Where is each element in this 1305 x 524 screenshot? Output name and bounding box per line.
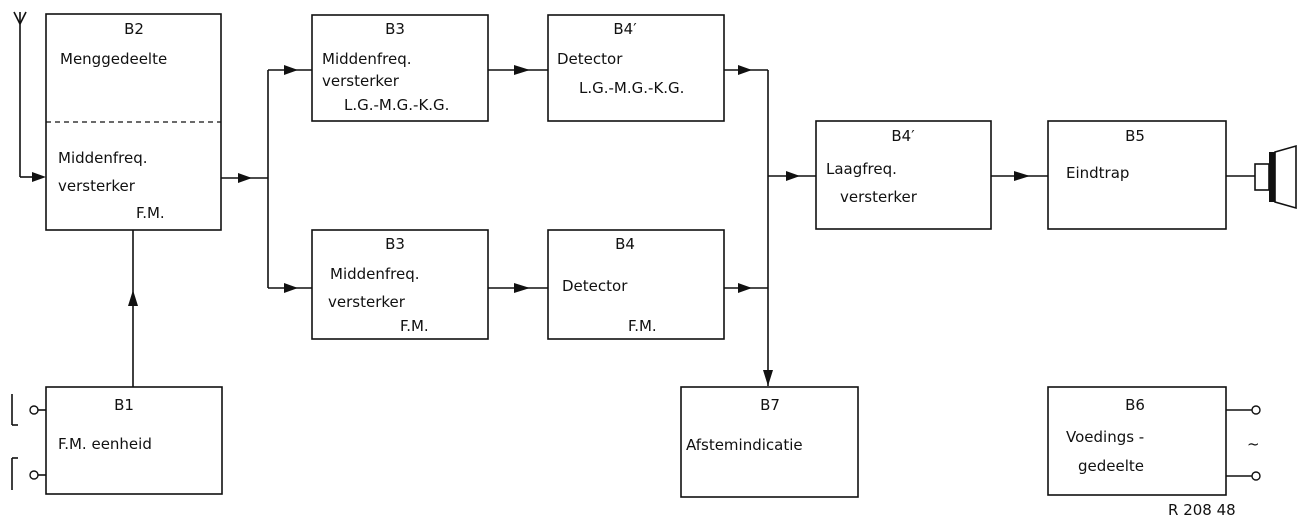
block-b7-id: B7 <box>760 396 780 414</box>
block-b3-bottom-line3: F.M. <box>400 317 429 335</box>
block-b2-line2: versterker <box>58 177 136 195</box>
block-b6-id: B6 <box>1125 396 1145 414</box>
drawing-reference: R 208 48 <box>1168 501 1236 519</box>
block-b4p-af-id: B4′ <box>891 127 915 145</box>
block-b1: B1 F.M. eenheid <box>45 386 223 495</box>
block-b2-top-label: Menggedeelte <box>60 50 167 68</box>
block-b4-bottom-id: B4 <box>615 235 635 253</box>
block-b3-top-line2: versterker <box>322 72 400 90</box>
block-b3-top-line3: L.G.-M.G.-K.G. <box>344 96 449 114</box>
block-b1-line1: F.M. eenheid <box>58 435 152 453</box>
block-b4p-top-line2: L.G.-M.G.-K.G. <box>579 79 684 97</box>
block-b6: B6 Voedings - gedeelte <box>1047 386 1227 496</box>
block-b5-id: B5 <box>1125 127 1145 145</box>
block-b4-bottom-line2: F.M. <box>628 317 657 335</box>
block-b3-top-line1: Middenfreq. <box>322 50 412 68</box>
block-b5: B5 Eindtrap <box>1047 120 1227 230</box>
block-b4p-top: B4′ Detector L.G.-M.G.-K.G. <box>547 14 725 122</box>
block-b2-id: B2 <box>124 20 144 38</box>
block-b4p-af: B4′ Laagfreq. versterker <box>815 120 992 230</box>
block-b1-id: B1 <box>114 396 134 414</box>
loudspeaker-icon <box>1254 144 1297 210</box>
block-b4p-top-id: B4′ <box>613 20 637 38</box>
connector-b2-split <box>221 65 312 293</box>
block-b2-line3: F.M. <box>136 204 165 222</box>
block-b4p-af-line1: Laagfreq. <box>826 160 897 178</box>
block-b3-top: B3 Middenfreq. versterker L.G.-M.G.-K.G. <box>311 14 489 122</box>
block-b6-line1: Voedings - <box>1066 428 1144 446</box>
antenna-icon <box>13 11 46 182</box>
block-b7: B7 Afstemindicatie <box>680 386 859 498</box>
block-b7-line1: Afstemindicatie <box>686 436 803 454</box>
block-b2: B2 Menggedeelte Middenfreq. versterker F… <box>45 13 222 231</box>
block-b4-bottom-line1: Detector <box>562 277 628 295</box>
block-b3-top-id: B3 <box>385 20 405 38</box>
block-b3-bottom: B3 Middenfreq. versterker F.M. <box>311 229 489 340</box>
block-b4p-top-line1: Detector <box>557 50 623 68</box>
mains-terminals: ~ <box>1226 405 1261 481</box>
input-terminals <box>11 394 46 490</box>
block-b4p-af-line2: versterker <box>840 188 918 206</box>
block-b3-bottom-id: B3 <box>385 235 405 253</box>
block-b6-line2: gedeelte <box>1078 457 1144 475</box>
ac-symbol: ~ <box>1247 435 1260 453</box>
block-b3-bottom-line1: Middenfreq. <box>330 265 420 283</box>
connector-detectors-merge <box>724 65 816 386</box>
block-b2-line1: Middenfreq. <box>58 149 148 167</box>
block-b3-bottom-line2: versterker <box>328 293 406 311</box>
block-b4-bottom: B4 Detector F.M. <box>547 229 725 340</box>
block-b5-line1: Eindtrap <box>1066 164 1129 182</box>
